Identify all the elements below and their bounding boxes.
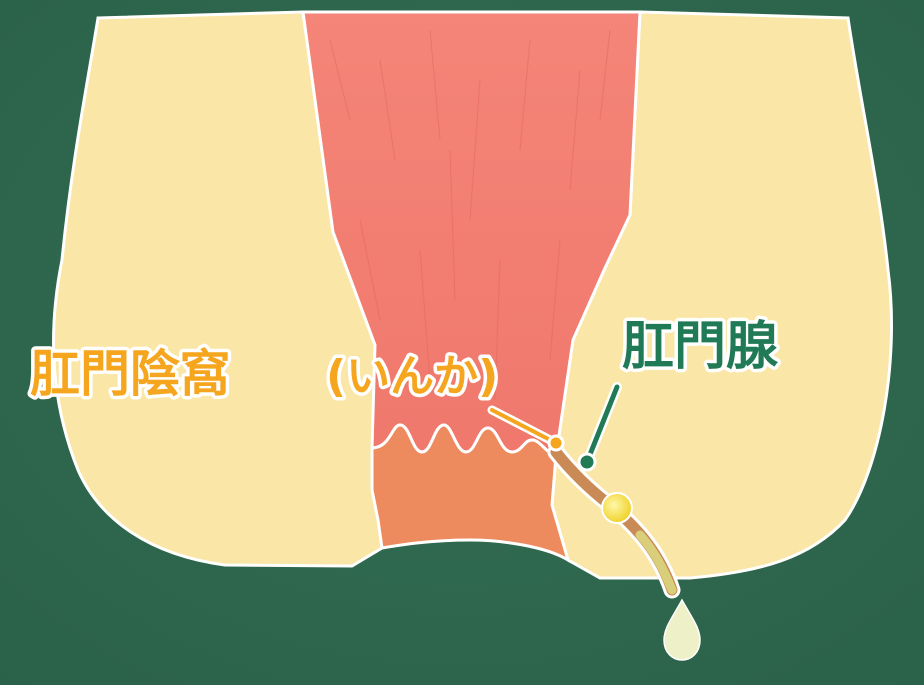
anal-canal	[370, 423, 571, 564]
anal-gland-pointer	[577, 382, 622, 472]
right-buttock-tissue	[550, 10, 893, 580]
left-buttock-tissue	[52, 10, 384, 568]
anal-gland	[601, 492, 633, 524]
anal-gland-marker	[577, 452, 597, 472]
rectum-texture	[329, 29, 611, 401]
discharge-droplet	[663, 598, 701, 661]
anal-crypt-marker	[547, 434, 565, 452]
duct-secretion	[635, 530, 677, 595]
anal-gland-label: 肛門腺	[622, 317, 779, 377]
anal-crypt-pointer	[487, 405, 565, 452]
anal-crypt-label: 肛門陰窩	[30, 345, 230, 403]
anal-crypt-reading-label: (いんか)	[326, 351, 498, 402]
